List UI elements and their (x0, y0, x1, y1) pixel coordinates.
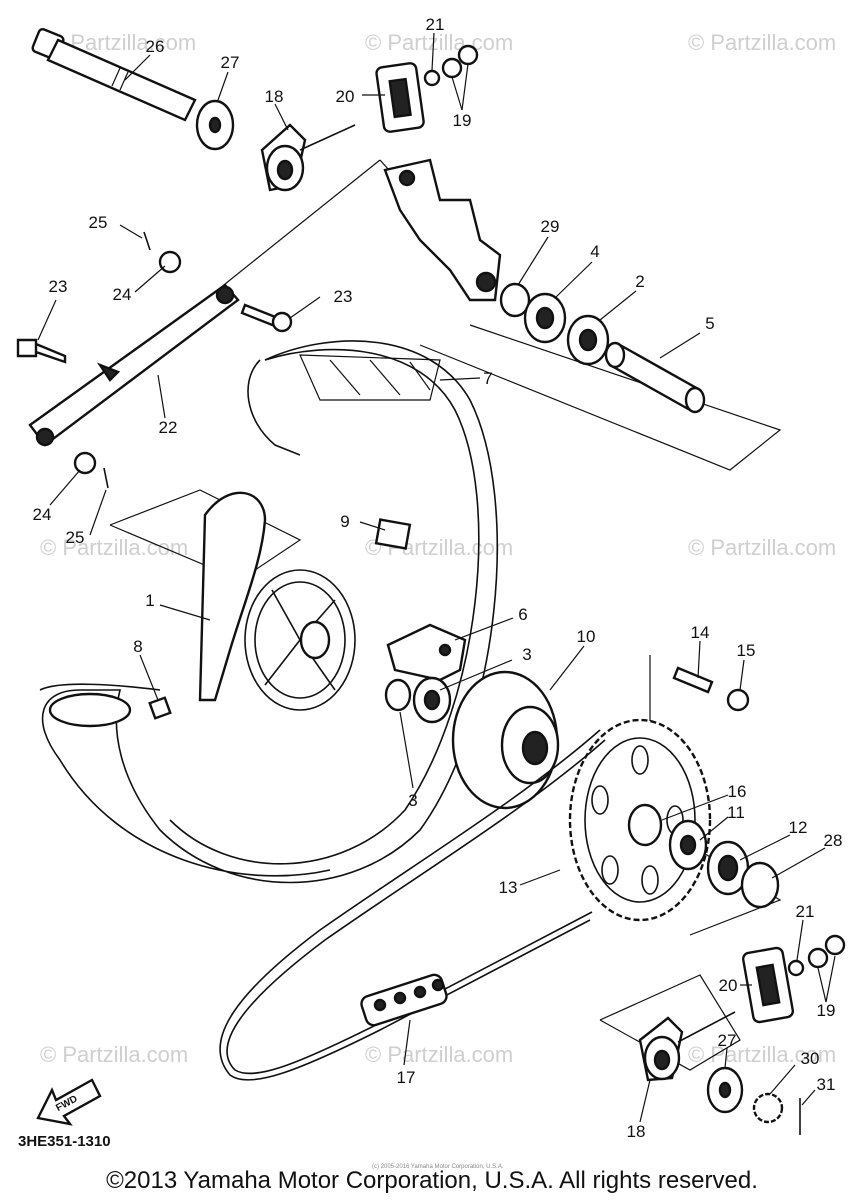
callout-25: 25 (66, 528, 85, 547)
caliper-bracket (383, 158, 502, 302)
callout-21: 21 (796, 902, 815, 921)
callout-13: 13 (499, 878, 518, 897)
callout-19: 19 (817, 1001, 836, 1020)
stud-bolt (672, 666, 714, 694)
bearing (384, 678, 412, 712)
spacer (604, 341, 706, 414)
cotter-pin (103, 467, 109, 489)
callout-31: 31 (817, 1075, 836, 1094)
callout-29: 29 (541, 217, 560, 236)
callout-18: 18 (627, 1122, 646, 1141)
watermark: © Partzilla.com (688, 535, 836, 560)
callout-28: 28 (824, 831, 843, 850)
tiny-copyright-note: (c) 2005-2016 Yamaha Motor Corporation, … (372, 1164, 504, 1170)
collar (740, 861, 780, 909)
callout-19: 19 (453, 111, 472, 130)
watermark: © Partzilla.com (40, 535, 188, 560)
callout-7: 7 (483, 369, 492, 388)
nut (441, 57, 463, 79)
callout-30: 30 (801, 1049, 820, 1068)
callout-23: 23 (334, 287, 353, 306)
callout-9: 9 (340, 512, 349, 531)
watermark: © Partzilla.com (688, 1042, 836, 1067)
axle (31, 28, 197, 122)
bolt (16, 338, 67, 364)
nut (807, 947, 829, 969)
callout-22: 22 (159, 418, 178, 437)
castle-nut (752, 1092, 784, 1124)
callout-23: 23 (49, 277, 68, 296)
nut (158, 250, 182, 274)
callout-21: 21 (426, 15, 445, 34)
callout-16: 16 (728, 782, 747, 801)
chain-puller (741, 946, 795, 1024)
callout-14: 14 (691, 623, 710, 642)
valve-stem (148, 696, 172, 720)
nut (824, 934, 846, 956)
chain-puller (375, 62, 425, 133)
chain-adjuster (260, 123, 356, 192)
callout-6: 6 (518, 605, 527, 624)
collar (499, 282, 531, 318)
callout-8: 8 (133, 637, 142, 656)
callout-3: 3 (522, 645, 531, 664)
callout-20: 20 (336, 87, 355, 106)
callout-11: 11 (727, 803, 745, 822)
brake-disc-bracket (386, 623, 467, 682)
copyright-footer: ©2013 Yamaha Motor Corporation, U.S.A. A… (106, 1167, 758, 1194)
callout-18: 18 (265, 87, 284, 106)
callout-17: 17 (397, 1068, 416, 1087)
tension-bar (28, 283, 240, 447)
washer (787, 959, 805, 977)
chain-link-segment (360, 973, 448, 1027)
nut (726, 688, 750, 712)
callout-24: 24 (33, 505, 52, 524)
washer (423, 69, 441, 87)
callout-5: 5 (705, 314, 714, 333)
chain-adjuster (638, 1011, 736, 1082)
forward-arrow-icon: FWD (36, 1078, 102, 1126)
collar (627, 803, 663, 847)
watermark: © Partzilla.com (365, 1042, 513, 1067)
watermark: © Partzilla.com (40, 1042, 188, 1067)
callout-labels: 26 27 18 20 21 19 25 24 23 23 22 24 25 2… (33, 15, 843, 1141)
callout-27: 27 (718, 1031, 737, 1050)
callout-10: 10 (577, 627, 596, 646)
watermark: © Partzilla.com (365, 30, 513, 55)
callout-12: 12 (789, 818, 808, 837)
nut (73, 451, 97, 475)
drive-chain (219, 729, 606, 1081)
rim (198, 491, 356, 711)
callout-26: 26 (146, 37, 165, 56)
leader-lines (37, 32, 836, 1123)
cotter-pin (143, 231, 151, 251)
watermark: © Partzilla.com (688, 30, 836, 55)
callout-4: 4 (590, 242, 599, 261)
damper (374, 518, 412, 550)
callout-20: 20 (719, 976, 738, 995)
callout-3: 3 (408, 791, 417, 810)
callout-25: 25 (89, 213, 108, 232)
callout-27: 27 (221, 53, 240, 72)
callout-2: 2 (635, 272, 644, 291)
watermark-layer: © Partzilla.com © Partzilla.com © Partzi… (40, 30, 836, 1067)
diagram-code: 3HE351-1310 (18, 1133, 111, 1150)
callout-15: 15 (737, 641, 756, 660)
nut (457, 44, 479, 66)
bolt-head (271, 311, 293, 333)
callout-24: 24 (113, 285, 132, 304)
clutch-hub (451, 670, 560, 810)
tire (39, 340, 499, 884)
callout-1: 1 (145, 591, 154, 610)
